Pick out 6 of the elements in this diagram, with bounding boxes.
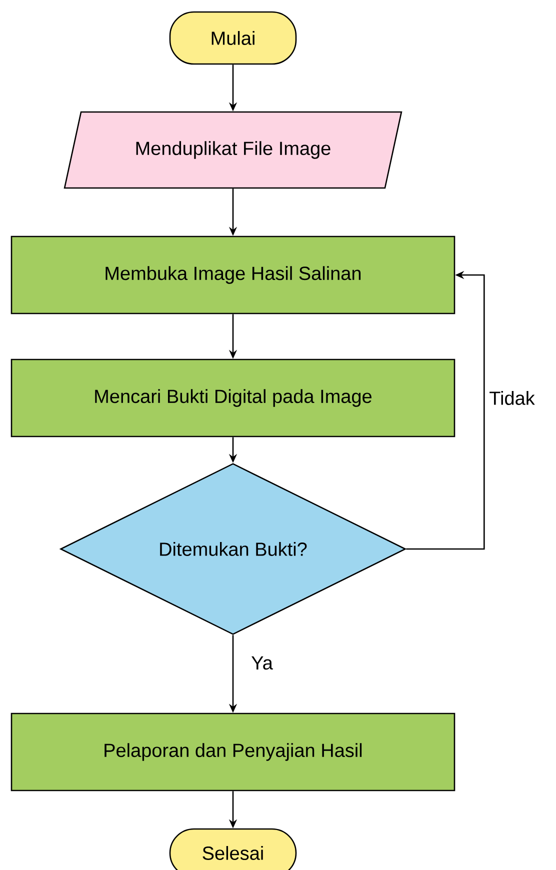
edge-label: Ya	[249, 654, 275, 672]
edge-label: Tidak	[487, 389, 537, 407]
data-parallelogram: Menduplikat File Image	[64, 111, 402, 189]
process-box: Mencari Bukti Digital pada Image	[10, 358, 456, 438]
process-box: Pelaporan dan Penyajian Hasil	[10, 712, 456, 792]
process-box: Membuka Image Hasil Salinan	[10, 236, 456, 314]
